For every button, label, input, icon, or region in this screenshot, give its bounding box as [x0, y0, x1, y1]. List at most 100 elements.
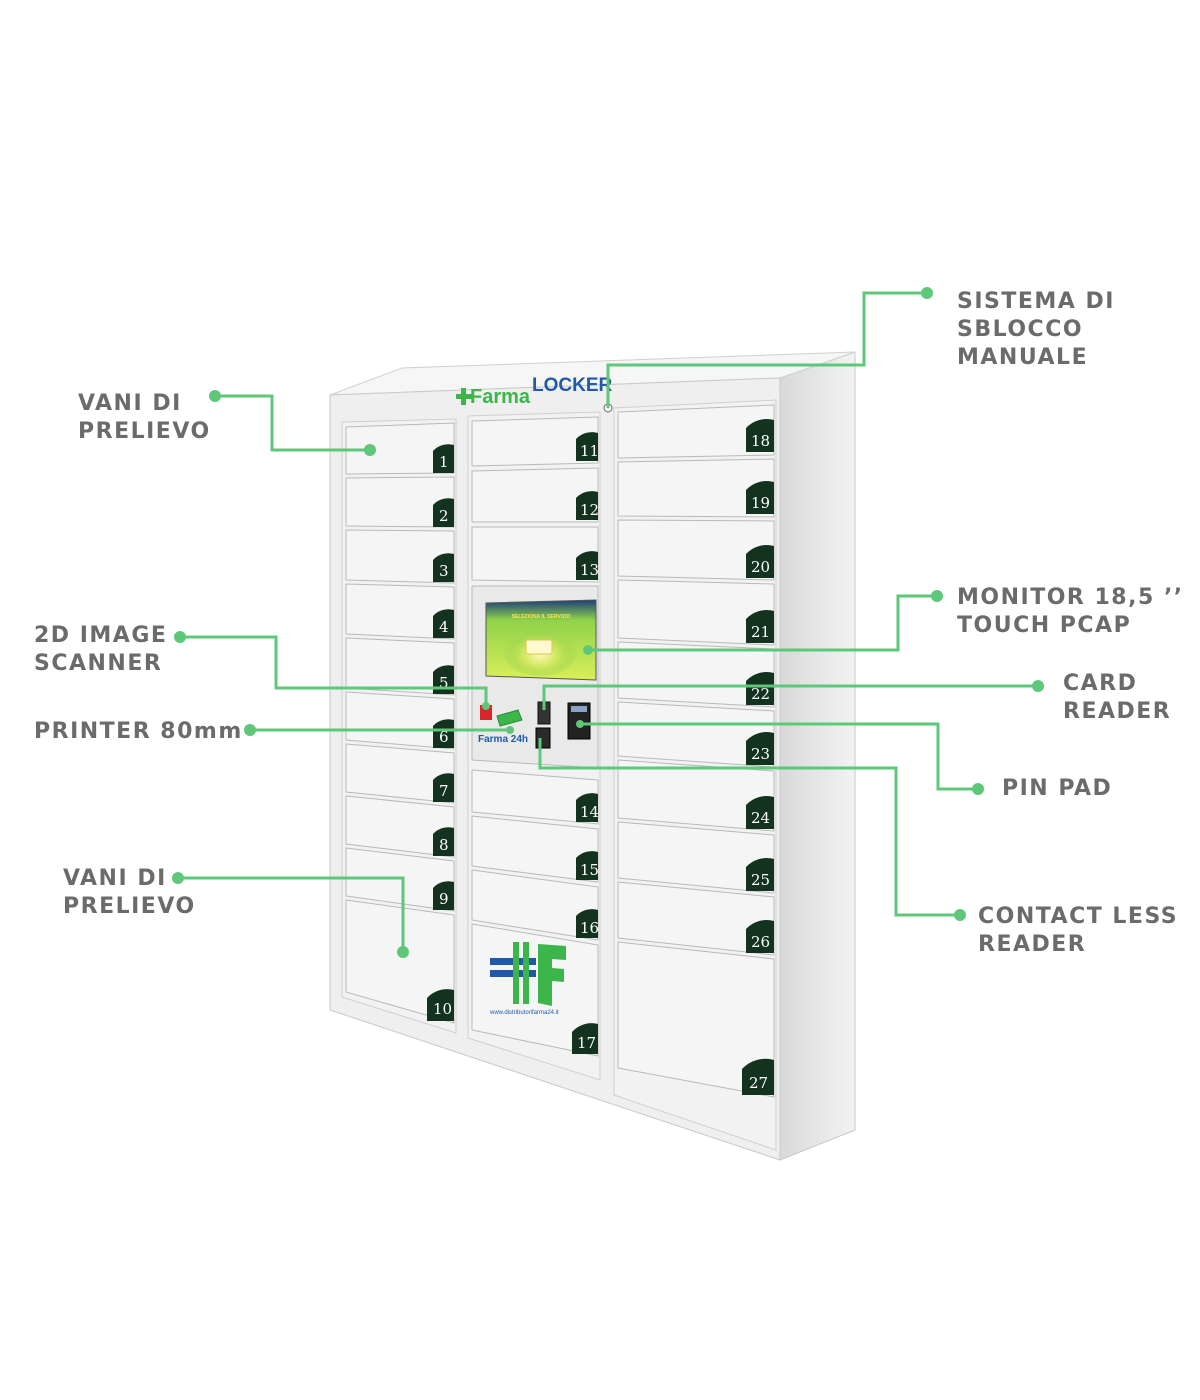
- door-badge-6: [433, 719, 454, 748]
- locker-door-21[interactable]: [617, 579, 775, 646]
- callout-dot-contactless: [954, 909, 966, 921]
- locker-door-4[interactable]: [345, 583, 455, 640]
- door-number-14: 14: [580, 803, 599, 821]
- label-vani-prelievo-top: VANI DI PRELIEVO: [78, 391, 211, 444]
- callout-dot-printer: [244, 724, 256, 736]
- locker-door-13[interactable]: [471, 526, 599, 583]
- door-badge-15: [576, 851, 598, 880]
- door-number-3: 3: [439, 562, 449, 580]
- door-badge-16: [576, 909, 598, 938]
- door-badge-23: [746, 731, 774, 765]
- door-number-9: 9: [439, 890, 449, 908]
- door-number-21: 21: [751, 623, 770, 641]
- callout-dot-printer-end: [506, 726, 514, 734]
- door-badge-26: [746, 919, 774, 953]
- locker-door-8[interactable]: [345, 795, 455, 858]
- label-monitor: MONITOR 18,5 ’’ TOUCH PCAP: [957, 585, 1184, 638]
- door-number-18: 18: [751, 432, 770, 450]
- locker-door-15[interactable]: [471, 815, 599, 883]
- pharmacy-logo-green-v1: [513, 942, 519, 1004]
- locker-door-25[interactable]: [617, 821, 775, 894]
- door-number-8: 8: [439, 836, 449, 854]
- locker-door-14[interactable]: [471, 769, 599, 825]
- door-badge-3: [433, 553, 454, 582]
- door-badge-12: [576, 491, 598, 520]
- door-badge-19: [746, 480, 774, 514]
- brand-prefix: Farma: [470, 386, 531, 408]
- callout-dot-vani-bottom: [172, 872, 184, 884]
- door-badge-4: [433, 609, 454, 638]
- screen-button: [525, 639, 553, 655]
- callout-dot-vani-top: [209, 390, 221, 402]
- door-badge-27: [742, 1058, 774, 1095]
- callout-dot-vani-bottom-end: [397, 946, 409, 958]
- door-number-27: 27: [749, 1074, 768, 1092]
- callout-dot-pinpad: [972, 783, 984, 795]
- door-number-10: 10: [433, 1000, 452, 1018]
- callout-line-vani-bottom: [178, 876, 405, 950]
- label-2d-scanner: 2D IMAGE SCANNER: [34, 623, 168, 676]
- callout-dot-card: [1032, 680, 1044, 692]
- locker-door-27[interactable]: [617, 941, 775, 1098]
- locker-door-10[interactable]: [345, 899, 455, 1024]
- door-number-5: 5: [439, 674, 449, 692]
- callout-line-monitor: [588, 594, 937, 652]
- pharmacy-logo-letter: [538, 944, 566, 1006]
- door-badge-13: [576, 551, 598, 580]
- callout-dot-sblocco: [921, 287, 933, 299]
- screen-title: SELEZIONA IL SERVIZIO: [512, 614, 571, 620]
- locker-door-19[interactable]: [617, 458, 775, 518]
- callout-line-pinpad: [578, 722, 978, 791]
- callout-dot-pinpad-end: [576, 720, 584, 728]
- door-number-13: 13: [580, 561, 599, 579]
- label-card-reader: CARD READER: [1063, 671, 1172, 724]
- callout-dot-monitor-end: [583, 645, 593, 655]
- door-number-15: 15: [580, 861, 599, 879]
- callout-line-scanner: [180, 635, 488, 706]
- door-badge-22: [746, 671, 774, 705]
- locker-door-3[interactable]: [345, 529, 455, 584]
- locker-door-16[interactable]: [471, 869, 599, 941]
- door-badge-14: [576, 793, 598, 822]
- scanner-window[interactable]: [480, 705, 492, 720]
- callout-dot-monitor: [931, 590, 943, 602]
- contactless-reader[interactable]: [535, 727, 551, 749]
- pharmacy-url: www.distributorifarma24.it: [489, 1010, 559, 1016]
- callout-line-card: [542, 684, 1038, 710]
- locker-door-26[interactable]: [617, 881, 775, 956]
- door-number-12: 12: [580, 501, 599, 519]
- door-column-right: 18 19 20 21 22 23 24 25 26 27: [617, 404, 775, 1098]
- door-badge-11: [576, 432, 598, 461]
- door-column-left: 1 2 3 4 5 6 7 8 9 10: [345, 422, 455, 1024]
- door-badge-20: [746, 544, 774, 578]
- door-badge-18: [746, 418, 774, 452]
- locker-door-12[interactable]: [471, 467, 599, 523]
- label-printer: PRINTER 80mm: [34, 719, 243, 744]
- brand-cross-v: [461, 388, 466, 405]
- locker-door-22[interactable]: [617, 641, 775, 708]
- door-number-22: 22: [751, 685, 770, 703]
- door-number-23: 23: [751, 745, 770, 763]
- door-badge-8: [433, 827, 454, 856]
- door-number-11: 11: [580, 442, 599, 460]
- door-number-1: 1: [439, 453, 449, 471]
- locker-door-18[interactable]: [617, 404, 775, 459]
- cabinet-side: [779, 351, 856, 1161]
- locker-door-17[interactable]: [471, 923, 599, 1057]
- locker-door-7[interactable]: [345, 743, 455, 804]
- callout-line-sblocco: [606, 291, 927, 408]
- locker-door-6[interactable]: [345, 691, 455, 750]
- label-vani-prelievo-bottom: VANI DI PRELIEVO: [63, 866, 196, 919]
- door-badge-25: [746, 857, 774, 891]
- door-number-6: 6: [439, 728, 449, 746]
- door-number-19: 19: [751, 494, 770, 512]
- locker-door-5[interactable]: [345, 637, 455, 696]
- locker-door-11[interactable]: [471, 416, 599, 467]
- door-badge-17: [572, 1023, 598, 1054]
- pharmacy-logo: www.distributorifarma24.it: [489, 942, 566, 1016]
- locker-door-20[interactable]: [617, 519, 775, 581]
- kiosk-panel: SELEZIONA IL SERVIZIO Farma 24h: [471, 403, 613, 769]
- printer-slot[interactable]: [496, 709, 523, 727]
- door-column-middle: 11 12 13 14 15 16 17: [471, 416, 599, 1057]
